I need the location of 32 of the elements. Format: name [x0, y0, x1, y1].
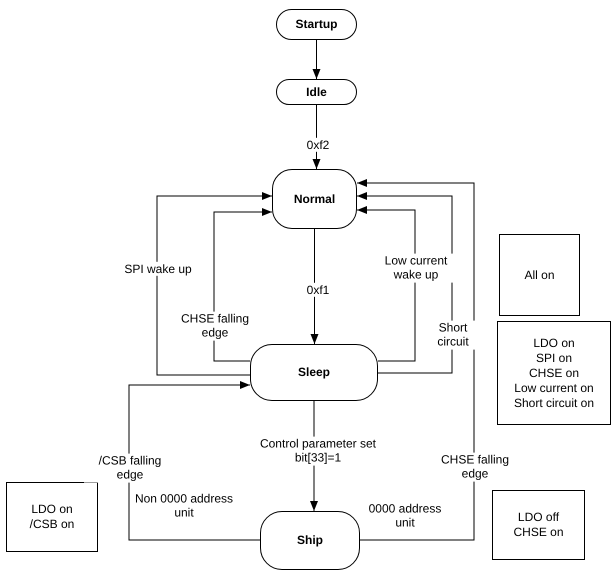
status-text: SPI on — [536, 350, 572, 366]
state-box — [276, 79, 357, 105]
status-box — [497, 321, 611, 425]
status-text: All on — [524, 268, 555, 282]
status-box — [499, 234, 580, 316]
status-text: CHSE on — [513, 525, 564, 540]
condition-note: 0000 address unit — [368, 502, 442, 530]
state-box — [276, 9, 357, 40]
status-text: LDO on — [31, 502, 73, 517]
arrow — [156, 192, 272, 376]
state-name: Idle — [306, 84, 327, 100]
state-name: Startup — [296, 17, 338, 32]
arrow — [312, 40, 320, 80]
condition-note: Non 0000 address unit — [134, 492, 234, 520]
status-box — [492, 490, 585, 560]
arrow — [356, 179, 474, 540]
state-name: Ship — [297, 533, 323, 548]
state-name: Sleep — [298, 365, 330, 380]
arrow — [214, 208, 272, 362]
state-box — [272, 169, 357, 229]
status-box — [6, 482, 98, 552]
status-text: Short circuit on — [514, 396, 594, 410]
status-text: LDO off — [518, 510, 560, 525]
status-text: LDO on — [533, 336, 575, 350]
status-text: /CSB on — [30, 517, 74, 532]
arrow — [310, 228, 318, 344]
state-box — [260, 511, 360, 570]
status-text: Low current on — [514, 380, 594, 396]
state-box — [250, 344, 378, 401]
state-name: Normal — [294, 192, 336, 206]
arrow — [128, 381, 260, 540]
status-text: CHSE on — [528, 366, 580, 380]
